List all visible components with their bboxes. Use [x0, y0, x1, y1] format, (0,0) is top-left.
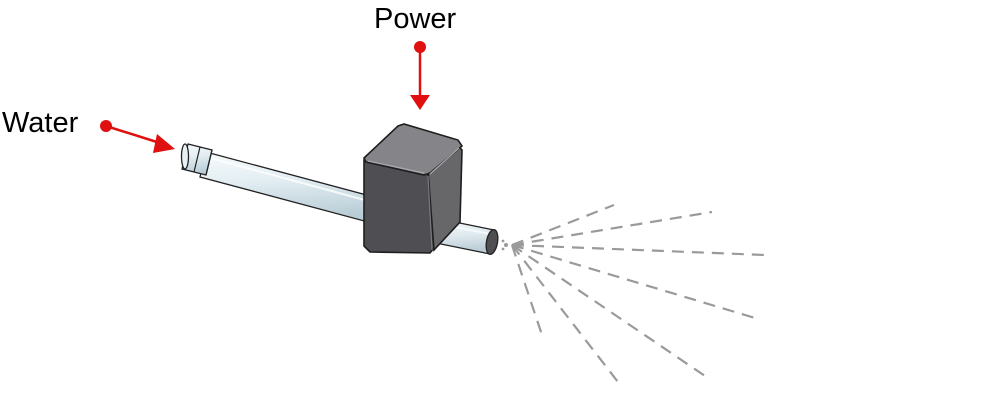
inlet-pipe — [199, 151, 375, 223]
power-label: Power — [374, 3, 457, 35]
water-label: Water — [2, 107, 79, 139]
power-arrow — [410, 41, 430, 110]
spray-origin — [501, 239, 508, 251]
housing-block — [363, 123, 464, 254]
inlet-fitting — [180, 143, 213, 176]
water-arrow — [100, 120, 175, 153]
spray-pattern — [510, 203, 766, 383]
